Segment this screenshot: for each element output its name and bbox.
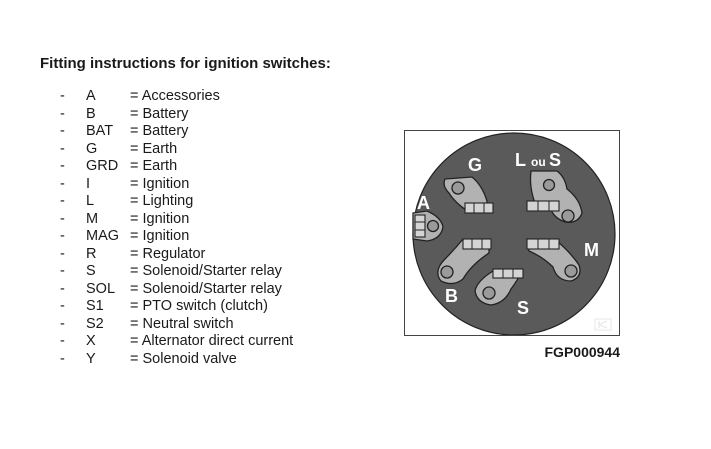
legend-code: MAG — [86, 228, 120, 244]
legend-code: B — [86, 105, 96, 122]
legend-description: = PTO switch (clutch) — [130, 298, 268, 314]
terminal-g — [443, 176, 494, 214]
legend-description: = Accessories — [130, 88, 220, 104]
terminal-label-g: G — [468, 155, 482, 175]
legend-code: R — [86, 245, 97, 262]
legend-description: = Lighting — [130, 193, 194, 209]
ignition-switch-diagram: G L ou S A M B S — [404, 130, 620, 336]
legend-dash: - — [60, 315, 65, 332]
legend-code: BAT — [86, 123, 114, 139]
watermark-logo — [594, 318, 612, 331]
legend-description: = Battery — [130, 123, 189, 139]
legend-code: S — [86, 263, 96, 279]
legend-description: = Ignition — [130, 175, 190, 192]
legend-description: = Earth — [130, 158, 178, 174]
ignition-switch-svg: G L ou S A M B S — [412, 132, 616, 335]
legend-dash: - — [60, 333, 65, 349]
legend-dash: - — [60, 175, 65, 192]
legend-description: = Solenoid/Starter relay — [130, 263, 282, 279]
legend-code: S1 — [86, 298, 104, 314]
terminal-l-ou-s — [526, 170, 583, 223]
legend-code: M — [86, 210, 99, 227]
page-title: Fitting instructions for ignition switch… — [40, 55, 331, 72]
legend-dash: - — [60, 158, 65, 174]
switch-body — [412, 132, 616, 335]
terminal-label-b: B — [445, 286, 458, 306]
legend-dash: - — [60, 193, 65, 209]
terminal-label-l: L — [515, 150, 526, 170]
legend-description: = Battery — [130, 105, 189, 122]
terminal-label-ou: ou — [531, 155, 546, 169]
terminal-a — [412, 210, 444, 242]
legend-dash: - — [60, 105, 65, 122]
legend-code: S2 — [86, 315, 104, 332]
legend-code: X — [86, 333, 96, 349]
legend-code: Y — [86, 350, 96, 367]
legend-description: = Alternator direct current — [130, 333, 294, 349]
terminal-label-s-bottom: S — [517, 298, 529, 318]
legend-description: = Ignition — [130, 210, 190, 227]
legend-dash: - — [60, 88, 65, 104]
legend-dash: - — [60, 140, 65, 157]
legend-code: A — [86, 88, 96, 104]
terminal-b — [437, 238, 492, 285]
legend-code: I — [86, 175, 91, 192]
terminal-label-m: M — [584, 240, 599, 260]
legend-dash: - — [60, 245, 65, 262]
legend-code: SOL — [86, 280, 116, 297]
terminal-s — [474, 268, 524, 306]
legend-dash: - — [60, 298, 65, 314]
legend-description: = Ignition — [130, 228, 190, 244]
legend-description: = Regulator — [130, 245, 206, 262]
legend-dash: - — [60, 228, 65, 244]
figure-reference-code: FGP000944 — [544, 344, 621, 360]
legend-code: GRD — [86, 158, 119, 174]
legend-description: = Solenoid/Starter relay — [130, 280, 282, 297]
legend-description: = Earth — [130, 140, 178, 157]
legend-dash: - — [60, 280, 65, 297]
legend-dash: - — [60, 123, 65, 139]
terminal-label-s-top: S — [549, 150, 561, 170]
legend-description: = Solenoid valve — [130, 350, 237, 367]
legend-code: G — [86, 140, 98, 157]
legend-code: L — [86, 193, 95, 209]
legend-dash: - — [60, 350, 65, 367]
legend-description: = Neutral switch — [130, 315, 234, 332]
terminal-label-a: A — [417, 193, 430, 213]
legend-dash: - — [60, 210, 65, 227]
legend-dash: - — [60, 263, 65, 279]
terminal-m — [526, 238, 581, 282]
